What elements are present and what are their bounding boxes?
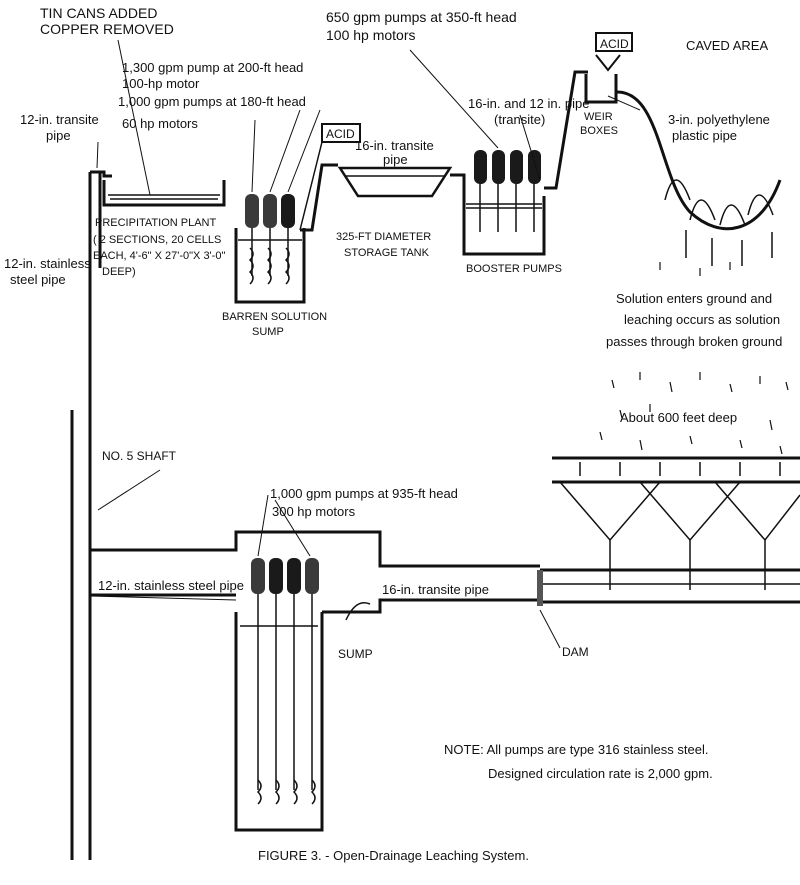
solution-label-3: passes through broken ground (606, 334, 782, 349)
pumps-1000-180-label: 1,000 gpm pumps at 180-ft head (118, 94, 306, 109)
solution-label-2: leaching occurs as solution (624, 312, 780, 327)
deep-label: About 600 feet deep (620, 410, 737, 425)
lower-pumps (251, 558, 319, 805)
dam-label: DAM (562, 645, 589, 659)
precip-label-3: EACH, 4'-6" X 27'-0"X 3'-0" (93, 250, 225, 262)
transite-12-label-b: pipe (46, 128, 71, 143)
polyethylene-pipe (615, 90, 782, 266)
precip-label-2: ( 2 SECTIONS, 20 CELLS (93, 234, 221, 246)
barren-label-1: BARREN SOLUTION (222, 311, 327, 323)
leach-funnels (559, 481, 800, 590)
poly-label-2: plastic pipe (672, 128, 737, 143)
storage-label-2: STORAGE TANK (344, 247, 430, 259)
tank-to-booster-pipe (450, 173, 466, 196)
storage-label-1: 325-FT DIAMETER (336, 231, 431, 243)
booster-label: BOOSTER PUMPS (466, 263, 562, 275)
acid-box-1 (299, 123, 361, 231)
weir-label: WEIR (584, 111, 613, 123)
lower-drift (90, 530, 800, 832)
booster-to-weir-pipe (544, 70, 588, 190)
tin-cans-label: TIN CANS ADDED (40, 5, 157, 21)
copper-removed-label: COPPER REMOVED (40, 21, 174, 37)
pumps-935-label: 1,000 gpm pumps at 935-ft head (270, 486, 458, 501)
precipitation-plant (102, 180, 226, 207)
pipe-16-12-label: 16-in. and 12 in. pipe (468, 96, 589, 111)
weir-boxes (584, 32, 633, 104)
motor-100-label: 100-hp motor (122, 76, 200, 91)
solution-drips (599, 262, 789, 455)
acid-label-1: ACID (326, 127, 355, 141)
precip-label-4: DEEP) (102, 266, 136, 278)
pumps-650-label: 650 gpm pumps at 350-ft head (326, 9, 517, 25)
transite-16-top-label-b: pipe (383, 152, 408, 167)
figure-caption: FIGURE 3. - Open-Drainage Leaching Syste… (258, 848, 529, 863)
level-bands (552, 456, 800, 484)
barren-label-2: SUMP (252, 326, 284, 338)
sump-label: SUMP (338, 647, 373, 661)
shaft-label: NO. 5 SHAFT (102, 449, 177, 463)
storage-tank (337, 166, 453, 198)
boxes-label: BOXES (580, 125, 618, 137)
stainless-label-1: 12-in. stainless (4, 256, 91, 271)
sump-to-tank-pipe (300, 163, 338, 232)
transite-16-low-label: 16-in. transite pipe (382, 582, 489, 597)
pump-1300-label: 1,300 gpm pump at 200-ft head (122, 60, 303, 75)
stainless-low-label: 12-in. stainless steel pipe (98, 578, 244, 593)
leader-lines (89, 39, 641, 649)
transite-pipe-top (100, 170, 112, 178)
solution-label-1: Solution enters ground and (616, 291, 772, 306)
note-label-2: Designed circulation rate is 2,000 gpm. (488, 766, 713, 781)
stainless-label-2: steel pipe (10, 272, 66, 287)
caved-area-label: CAVED AREA (686, 38, 768, 53)
barren-pumps (245, 194, 295, 276)
poly-label-1: 3-in. polyethylene (668, 112, 770, 127)
pipe-16-12-label-b: (transite) (494, 112, 545, 127)
motors-100-label: 100 hp motors (326, 27, 416, 43)
sump-splash (345, 602, 371, 621)
note-label-1: NOTE: All pumps are type 316 stainless s… (444, 742, 708, 757)
acid-label-2: ACID (600, 37, 629, 51)
booster-pump-tank (462, 150, 546, 256)
precip-label-1: PRECIPITATION PLANT (95, 217, 217, 229)
dam-wall (537, 570, 543, 606)
transite-12-label: 12-in. transite (20, 112, 99, 127)
motors-300-label: 300 hp motors (272, 504, 356, 519)
shaft-walls (70, 410, 92, 860)
motors-60-label: 60 hp motors (122, 116, 198, 131)
transite-16-top-label: 16-in. transite (355, 138, 434, 153)
